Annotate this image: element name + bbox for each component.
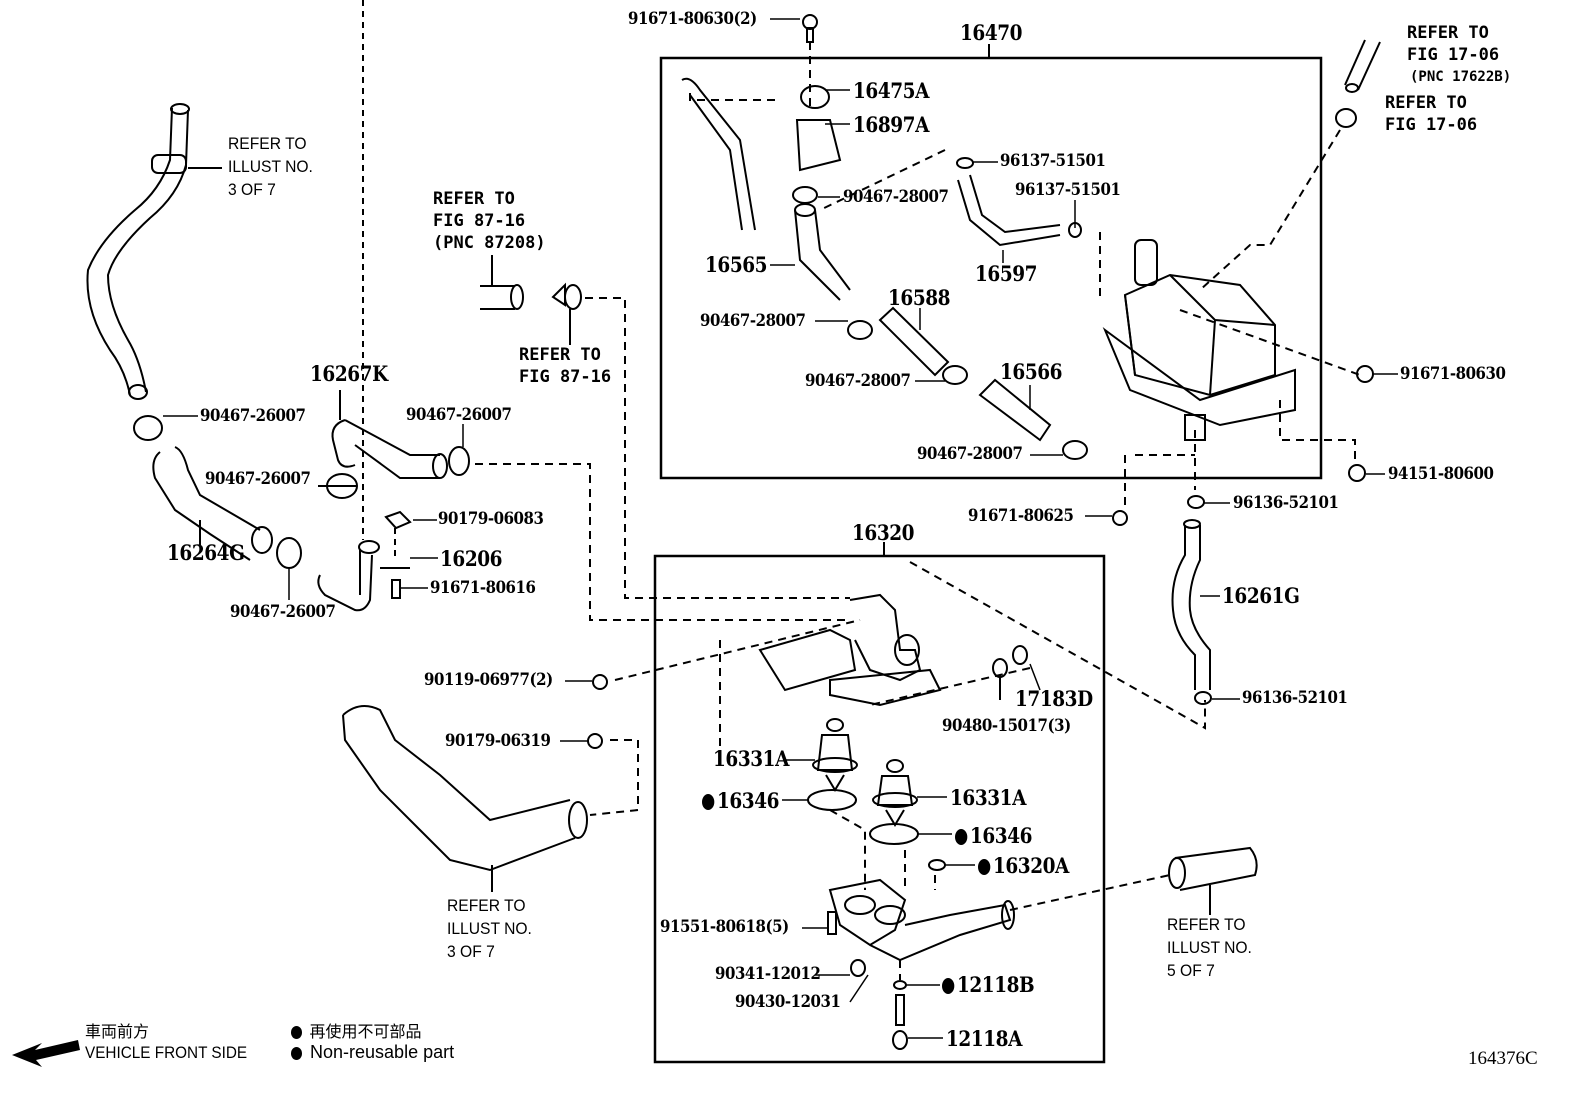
reservoir-hoses bbox=[681, 39, 1381, 526]
part-label-90467-26007-b[interactable]: 90467-26007 bbox=[406, 405, 512, 425]
gasket-16346-b bbox=[869, 823, 919, 845]
part-label-16331A-b[interactable]: 16331A bbox=[950, 785, 1026, 810]
figure-id: 164376C bbox=[1468, 1048, 1538, 1069]
part-label-16588[interactable]: 16588 bbox=[888, 285, 951, 310]
part-label-96136-52101-a[interactable]: 96136-52101 bbox=[1233, 493, 1339, 513]
part-label-16566[interactable]: 16566 bbox=[1000, 359, 1063, 384]
hose-refer-illust3-bottom bbox=[342, 705, 588, 892]
dashed-connectors bbox=[475, 42, 1361, 980]
clamp-90467-26007-b bbox=[318, 473, 358, 499]
part-label-96137-51501-b[interactable]: 96137-51501 bbox=[1015, 180, 1121, 200]
legend-vehicle-front-jp: 車両前方 bbox=[85, 1024, 150, 1041]
part-label-90480-15017-3[interactable]: 90480-15017(3) bbox=[942, 716, 1071, 736]
non-reusable-marker-icon bbox=[942, 978, 955, 994]
thermostat-16331A-a bbox=[812, 718, 858, 792]
reference-fig-17-06-pnc[interactable]: REFER TO FIG 17-06 bbox=[1407, 23, 1500, 65]
part-label-96136-52101-b[interactable]: 96136-52101 bbox=[1242, 688, 1348, 708]
non-reusable-marker-icon bbox=[978, 859, 991, 875]
reference-illust-3-bottom[interactable]: REFER TO ILLUST NO. 3 OF 7 bbox=[447, 896, 532, 961]
assembly-box-16320 bbox=[653, 554, 1106, 1064]
part-label-90467-28007-b[interactable]: 90467-28007 bbox=[700, 311, 806, 331]
hose-16264G bbox=[152, 446, 273, 561]
part-label-17183D[interactable]: 17183D bbox=[1015, 686, 1093, 711]
part-label-16320A[interactable]: 16320A bbox=[978, 855, 1069, 876]
water-inlet-housing bbox=[827, 878, 1015, 1050]
hose-16267K bbox=[331, 390, 448, 479]
part-label-16331A-a[interactable]: 16331A bbox=[713, 746, 789, 771]
assembly-box-16470 bbox=[659, 56, 1323, 480]
clamp-90467-26007-d bbox=[276, 537, 302, 569]
part-label-90430-12031[interactable]: 90430-12031 bbox=[735, 992, 841, 1012]
part-label-91551-80618-5[interactable]: 91551-80618(5) bbox=[660, 917, 789, 937]
vehicle-front-arrow-icon bbox=[12, 1040, 80, 1067]
part-label-90179-06083[interactable]: 90179-06083 bbox=[438, 509, 544, 529]
reference-fig-87-16-pnc[interactable]: REFER TO FIG 87-16 (PNC 87208) bbox=[433, 189, 546, 253]
part-label-16897A[interactable]: 16897A bbox=[853, 112, 929, 137]
part-label-12118A[interactable]: 12118A bbox=[946, 1026, 1022, 1051]
reference-illust-5[interactable]: REFER TO ILLUST NO. 5 OF 7 bbox=[1167, 915, 1252, 980]
non-reusable-marker-icon bbox=[291, 1047, 302, 1060]
non-reusable-marker-icon bbox=[955, 829, 968, 845]
part-label-90467-26007-c[interactable]: 90467-26007 bbox=[205, 469, 311, 489]
part-label-90467-28007-c[interactable]: 90467-28007 bbox=[805, 371, 911, 391]
leader-lines bbox=[163, 18, 1398, 1039]
part-label-91671-80616[interactable]: 91671-80616 bbox=[430, 578, 536, 598]
non-reusable-marker-icon bbox=[702, 794, 715, 810]
clamp-90467-26007-a bbox=[133, 415, 163, 441]
hose-16261G bbox=[1171, 495, 1212, 705]
water-outlet-housing bbox=[758, 593, 1028, 707]
assembly-number-16320[interactable]: 16320 bbox=[852, 520, 915, 545]
part-label-90179-06319[interactable]: 90179-06319 bbox=[445, 731, 551, 751]
part-label-16206[interactable]: 16206 bbox=[440, 546, 503, 571]
part-label-16267K[interactable]: 16267K bbox=[310, 361, 388, 386]
part-label-16565[interactable]: 16565 bbox=[705, 252, 768, 277]
clamp-90467-26007-c bbox=[448, 446, 470, 476]
part-label-90467-28007-a[interactable]: 90467-28007 bbox=[843, 187, 949, 207]
pipe-16206 bbox=[317, 0, 412, 612]
part-label-12118B[interactable]: 12118B bbox=[942, 974, 1035, 995]
part-label-90341-12012[interactable]: 90341-12012 bbox=[715, 964, 821, 984]
part-label-90467-28007-d[interactable]: 90467-28007 bbox=[917, 444, 1023, 464]
part-label-91671-80630[interactable]: 91671-80630 bbox=[1400, 364, 1506, 384]
part-label-16475A[interactable]: 16475A bbox=[853, 78, 929, 103]
part-label-90119-06977-2[interactable]: 90119-06977(2) bbox=[424, 670, 553, 690]
legend-vehicle-front-en: VEHICLE FRONT SIDE bbox=[85, 1043, 248, 1062]
reference-fig-17-06[interactable]: REFER TO FIG 17-06 bbox=[1385, 93, 1478, 135]
legend-non-reusable-jp: 再使用不可部品 bbox=[291, 1018, 421, 1042]
thermostat-16331A-b bbox=[872, 759, 918, 827]
reference-fig-87-16[interactable]: REFER TO FIG 87-16 bbox=[519, 345, 612, 387]
non-reusable-marker-icon bbox=[291, 1026, 302, 1039]
part-label-16264G[interactable]: 16264G bbox=[167, 540, 245, 565]
part-label-94151-80600[interactable]: 94151-80600 bbox=[1388, 464, 1494, 484]
pipe-refer-illust3-top bbox=[86, 103, 222, 400]
part-label-90467-26007-a[interactable]: 90467-26007 bbox=[200, 406, 306, 426]
part-label-90467-26007-d[interactable]: 90467-26007 bbox=[230, 602, 336, 622]
part-label-16261G[interactable]: 16261G bbox=[1222, 583, 1300, 608]
part-label-91671-80630-2[interactable]: 91671-80630(2) bbox=[628, 9, 757, 29]
reservoir-tank bbox=[1102, 239, 1296, 441]
part-label-16346-b[interactable]: 16346 bbox=[955, 825, 1032, 846]
assembly-number-16470[interactable]: 16470 bbox=[960, 20, 1023, 45]
hose-refer-illust5 bbox=[1168, 846, 1258, 915]
part-label-96137-51501-a[interactable]: 96137-51501 bbox=[1000, 151, 1106, 171]
legend-non-reusable-en: Non-reusable part bbox=[291, 1042, 454, 1063]
reference-pnc-17622B: (PNC 17622B) bbox=[1410, 69, 1512, 85]
pipe-refer-fig87-16 bbox=[480, 255, 582, 345]
gasket-16346-a bbox=[807, 789, 857, 811]
part-label-91671-80625[interactable]: 91671-80625 bbox=[968, 506, 1074, 526]
part-label-16597[interactable]: 16597 bbox=[975, 261, 1038, 286]
part-label-16346-a[interactable]: 16346 bbox=[702, 790, 779, 811]
reference-illust-3-top[interactable]: REFER TO ILLUST NO. 3 OF 7 bbox=[228, 134, 313, 199]
oring-16320A bbox=[928, 859, 946, 871]
